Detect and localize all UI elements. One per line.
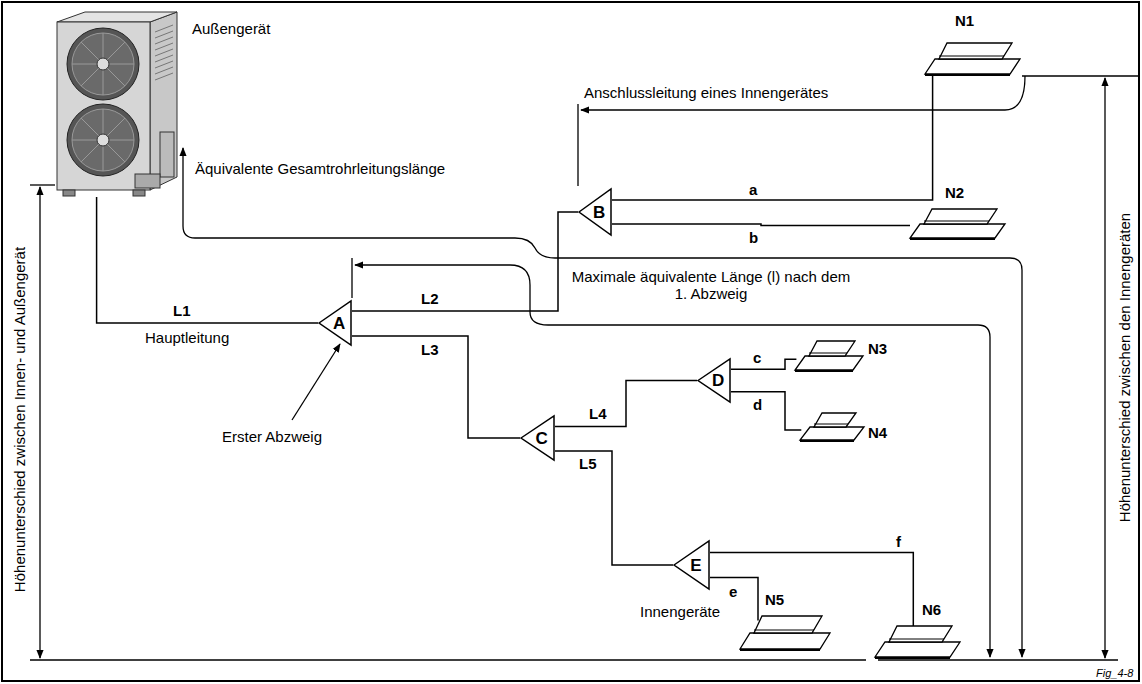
figure-number: Fig_4-8	[1096, 665, 1133, 682]
indoor-unit: N6	[875, 625, 960, 659]
refrigerant-pipe	[731, 359, 796, 369]
branch-joint: B	[578, 188, 612, 236]
unit-shape	[910, 208, 1005, 240]
unit-shape	[925, 42, 1020, 76]
length-arrow	[581, 76, 1025, 110]
pipe-label: L2	[420, 290, 440, 307]
outdoor-shape	[55, 12, 185, 197]
pipe-label: L1	[172, 302, 192, 319]
refrigerant-pipe	[612, 224, 910, 226]
dimension-arrow	[1104, 78, 1105, 658]
unit-shape	[800, 412, 864, 442]
annotation-label: Erster Abzweig	[222, 428, 322, 445]
floor-line	[30, 659, 866, 660]
dimension-arrow	[39, 187, 40, 658]
indoor-unit: N4	[800, 412, 864, 442]
leader-arrow	[292, 344, 340, 420]
refrigerant-pipe	[731, 392, 801, 430]
annotation-label: Anschlussleitung eines Innengerätes	[584, 84, 828, 101]
unit-shape	[875, 625, 960, 659]
indoor-unit: N1	[925, 42, 1020, 76]
indoor-unit: N2	[910, 208, 1005, 240]
length-arrow	[183, 148, 1022, 657]
annotation-label: Innengeräte	[640, 603, 720, 620]
dimension-line	[30, 184, 55, 185]
joint-letter: E	[690, 557, 701, 574]
annotation-label: Äquivalente Gesamtrohrleitungslänge	[195, 160, 445, 177]
dimension-label: Höhenunterschied zwischen den Innengerät…	[1116, 138, 1133, 598]
pipe-label: L4	[588, 405, 608, 422]
refrigerant-pipe	[352, 336, 520, 438]
indoor-unit: N3	[795, 340, 863, 372]
unit-label: N3	[868, 340, 887, 357]
pipe-label: a	[748, 181, 758, 198]
unit-label: Außengerät	[192, 20, 270, 37]
unit-label: N1	[955, 12, 974, 29]
pipe-label: L5	[578, 455, 598, 472]
branch-joint: C	[520, 415, 555, 461]
refrigerant-pipe	[555, 381, 697, 427]
dimension-label: Höhenunterschied zwischen Innen- und Auß…	[11, 190, 28, 650]
unit-label: N4	[868, 424, 887, 441]
joint-letter: B	[593, 204, 605, 221]
unit-label: N6	[922, 601, 941, 618]
refrigerant-pipe	[352, 212, 578, 311]
branch-joint: D	[697, 358, 731, 403]
floor-line	[878, 659, 1118, 660]
joint-letter: C	[536, 430, 548, 447]
branch-joint: A	[318, 300, 352, 346]
pipe-label: L3	[420, 341, 440, 358]
pipe-label: c	[752, 349, 762, 366]
refrigerant-pipe	[97, 197, 318, 323]
pipe-label: e	[728, 583, 738, 600]
refrigerant-pipe	[555, 451, 673, 565]
annotation-label: Maximale äquivalente Länge (l) nach dem …	[566, 268, 856, 302]
unit-shape	[740, 615, 830, 651]
unit-label: N2	[945, 184, 964, 201]
pipe-label: b	[748, 229, 759, 246]
joint-letter: D	[712, 372, 724, 389]
pipe-label: d	[752, 396, 763, 413]
joint-letter: A	[333, 315, 345, 332]
indoor-unit: N5	[740, 615, 830, 651]
outdoor-unit: Außengerät	[55, 12, 185, 197]
unit-shape	[795, 340, 863, 372]
tick-line	[577, 104, 578, 186]
unit-label: N5	[765, 591, 784, 608]
dimension-line	[1022, 75, 1138, 76]
annotation-label: Hauptleitung	[145, 329, 229, 346]
pipe-label: f	[895, 533, 902, 550]
branch-joint: E	[673, 540, 710, 590]
length-arrow	[355, 265, 990, 657]
tick-line	[351, 258, 352, 298]
